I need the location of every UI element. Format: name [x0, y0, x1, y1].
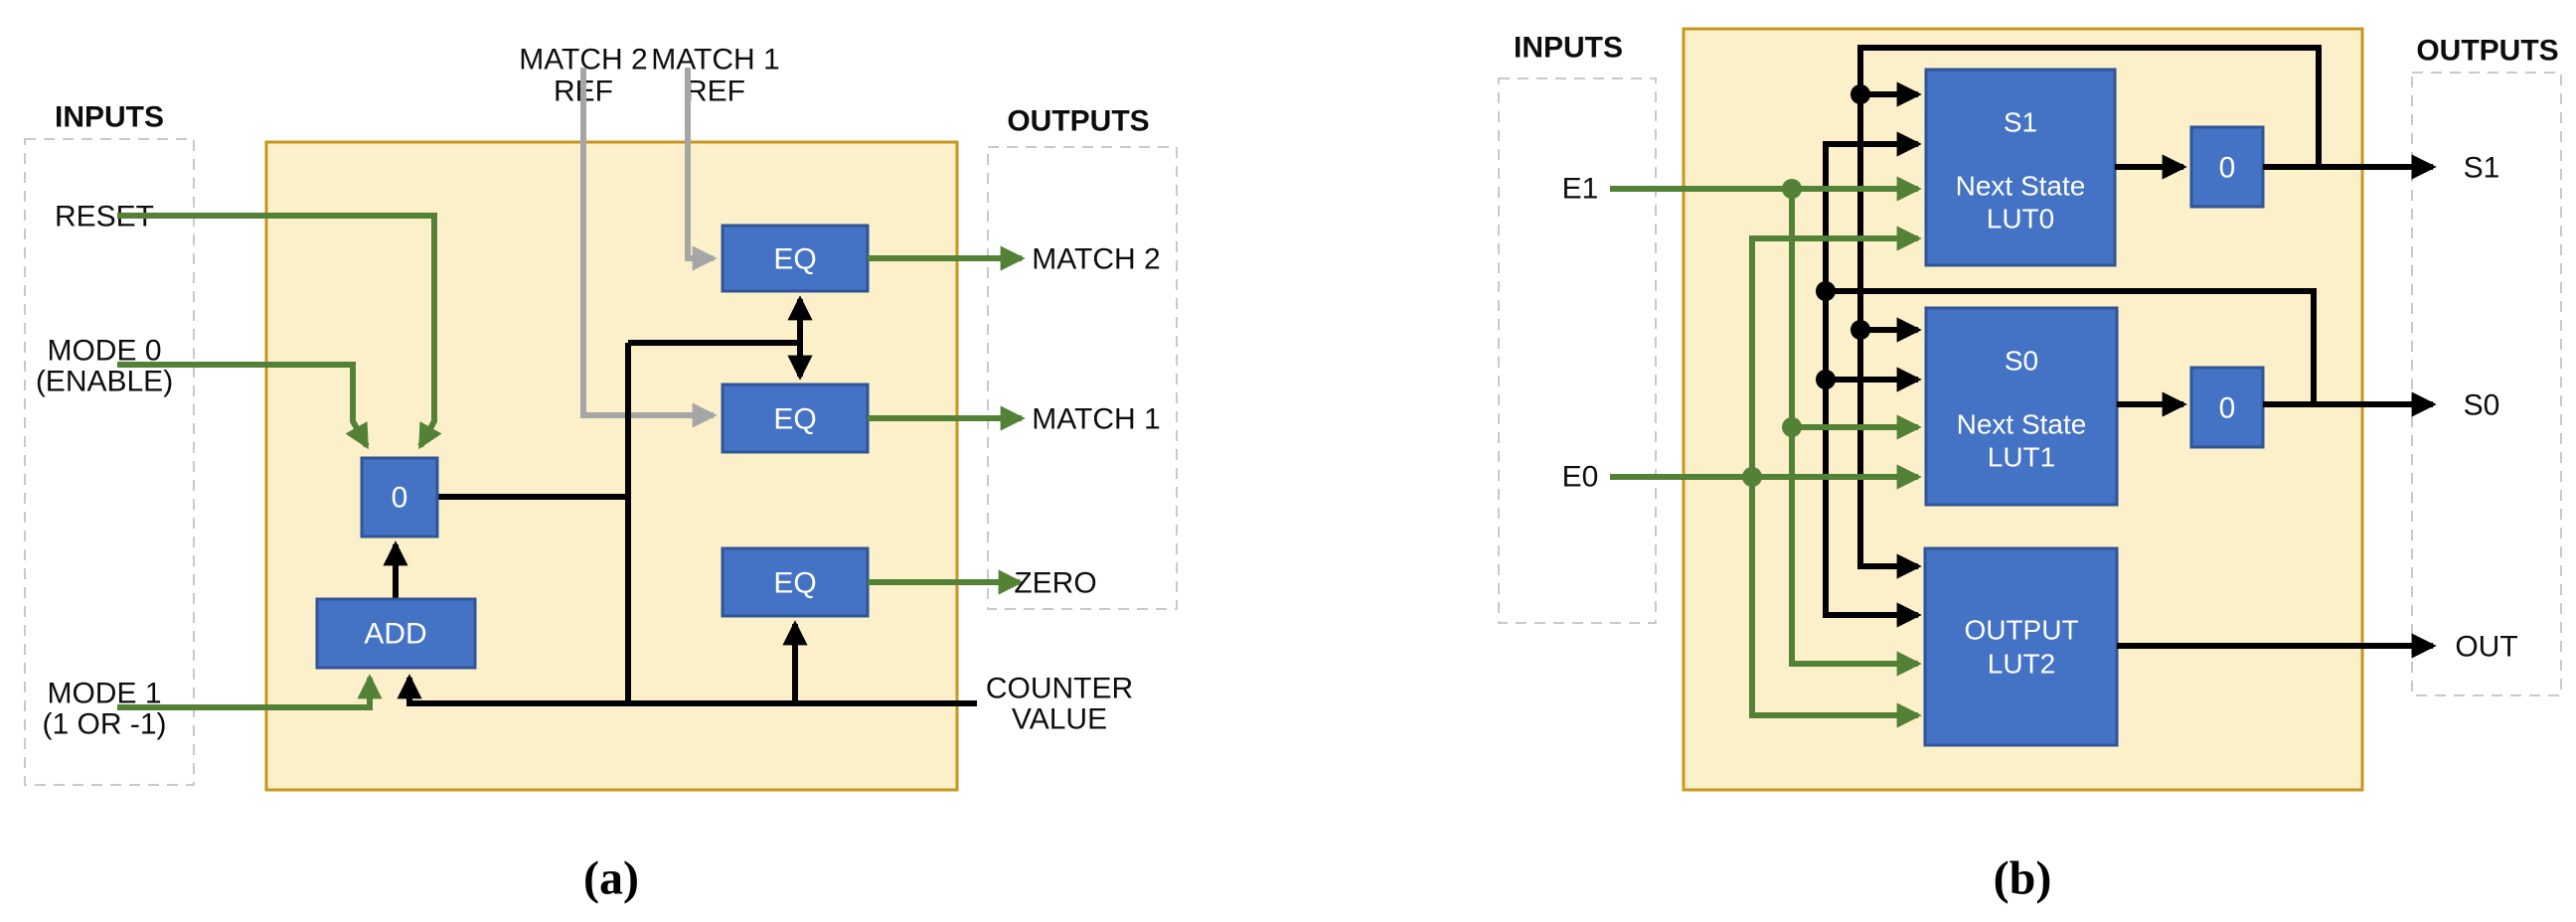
s0-register-block — [2189, 366, 2265, 449]
s1-feedback-wire — [1857, 45, 2322, 579]
match1-ref-label-line1: MATCH 1 — [651, 44, 779, 77]
s1-feedback-junction-2 — [1851, 320, 1870, 340]
reset-wire — [117, 213, 442, 450]
e0-junction-1 — [1742, 467, 1762, 487]
register-block — [360, 456, 439, 538]
e1-branch-to-lut2 — [1789, 189, 1922, 677]
adder-block-label: ADD — [364, 618, 426, 651]
s0-feedback-to-lut2 — [1823, 291, 1922, 628]
mode1-label-line2: (1 OR -1) — [42, 708, 166, 741]
s0-output-label: S0 — [2464, 389, 2500, 422]
eq2-block-label: EQ — [773, 403, 816, 436]
panel-b-inputs-box — [1498, 77, 1657, 624]
panel-a-counter-diagram: INPUTS OUTPUTS MATCH 2 REF MATCH 1 REF R… — [24, 44, 1178, 905]
lut1-label-line2: Next State — [1957, 409, 2087, 440]
match1-output-label: MATCH 1 — [1032, 403, 1160, 436]
lut1-block — [1924, 306, 2119, 507]
panel-a-inputs-header: INPUTS — [55, 101, 164, 134]
lut2-label-line1: OUTPUT — [1964, 615, 2078, 646]
lut2-block — [1923, 546, 2119, 747]
eq2-block — [721, 383, 870, 454]
mode1-wire — [117, 674, 383, 710]
mode0-label-line2: (ENABLE) — [36, 366, 173, 398]
panel-b-caption: (b) — [1994, 852, 2052, 905]
s0-feedback-junction-1 — [1816, 281, 1836, 301]
counter-value-label-line2: VALUE — [1012, 703, 1107, 736]
e1-junction-1 — [1782, 179, 1802, 199]
s0-register-label: 0 — [2219, 392, 2236, 425]
lut0-label-line1: S1 — [2004, 107, 2037, 138]
s1-feedback-junction-1 — [1851, 84, 1870, 104]
lut1-label-line1: S0 — [2005, 346, 2038, 377]
zero-output-label: ZERO — [1014, 567, 1096, 600]
counter-value-label-line1: COUNTER — [986, 673, 1133, 705]
out-output-label: OUT — [2455, 631, 2517, 664]
panel-a-outputs-header: OUTPUTS — [1007, 105, 1149, 138]
s0-feedback-to-lut0 — [1823, 131, 1922, 291]
lut0-block — [1924, 68, 2117, 267]
lut0-label-line2: Next State — [1956, 171, 2086, 202]
lut0-label-line3: LUT0 — [1987, 204, 2054, 234]
e0-label: E0 — [1562, 461, 1599, 494]
register-block-label: 0 — [392, 482, 408, 515]
s1-register-block — [2189, 125, 2265, 209]
s0-feedback-junction-2 — [1816, 370, 1836, 389]
e0-branch-to-lut2 — [1749, 477, 1922, 728]
match1-ref-label-line2: REF — [686, 76, 745, 108]
mode0-wire — [117, 362, 370, 450]
panel-b-inputs-header: INPUTS — [1514, 32, 1623, 65]
s1-output-label: S1 — [2464, 152, 2500, 185]
eq1-block-label: EQ — [773, 243, 816, 276]
eq3-block — [721, 546, 870, 618]
panel-b-outputs-box — [2411, 72, 2562, 696]
e0-branch-to-lut0 — [1749, 226, 1922, 477]
eq3-block-label: EQ — [773, 567, 816, 600]
panel-a-inputs-box — [24, 138, 195, 786]
lut1-label-line3: LUT1 — [1988, 442, 2055, 473]
panel-a-outputs-box — [987, 146, 1178, 610]
panel-a-caption: (a) — [583, 852, 639, 905]
adder-block — [315, 597, 477, 670]
e1-label: E1 — [1562, 173, 1599, 206]
eq1-block — [721, 224, 870, 293]
e1-junction-2 — [1782, 417, 1802, 437]
match2-output-label: MATCH 2 — [1032, 243, 1160, 276]
panel-b-outputs-header: OUTPUTS — [2416, 35, 2558, 68]
counter-value-wire — [397, 674, 977, 706]
match1-ref-wire — [685, 68, 718, 271]
s0-feedback-wire — [1826, 288, 2317, 404]
match2-ref-wire — [580, 68, 718, 428]
panel-b-fsm-diagram: INPUTS OUTPUTS E1 E0 S1 Next S — [1498, 27, 2562, 905]
lut2-label-line2: LUT2 — [1988, 649, 2055, 680]
s1-register-label: 0 — [2219, 152, 2236, 185]
